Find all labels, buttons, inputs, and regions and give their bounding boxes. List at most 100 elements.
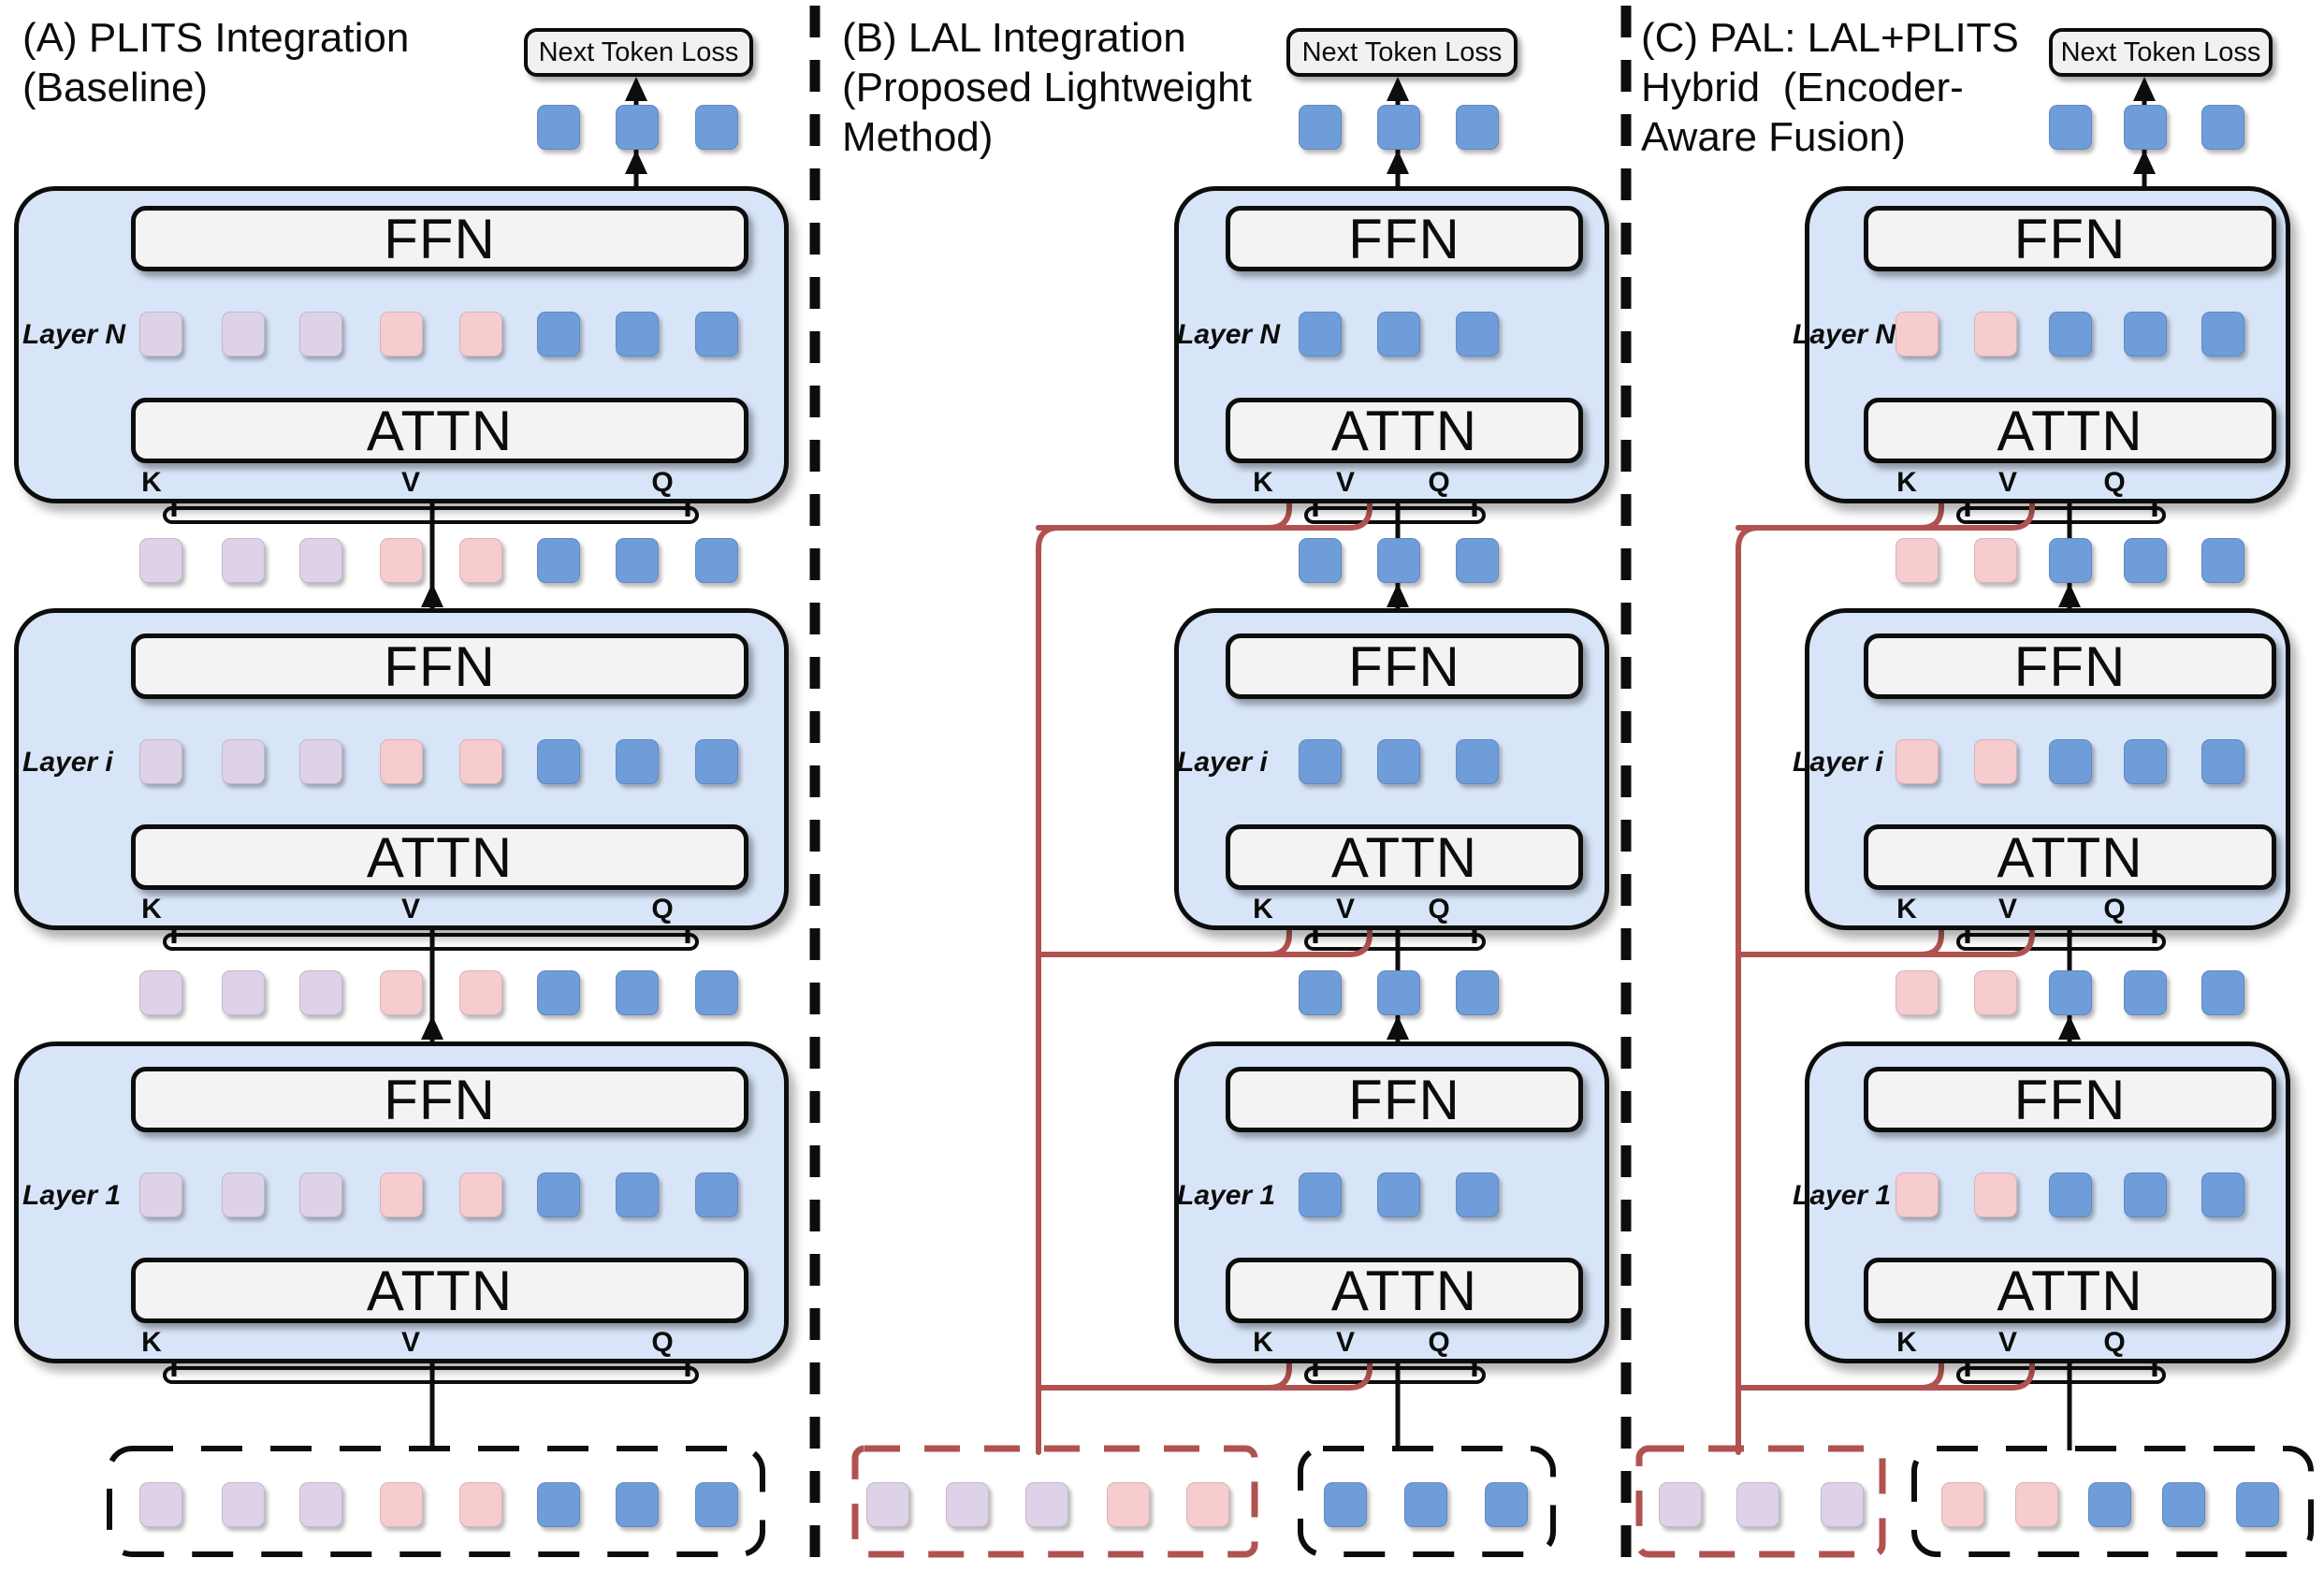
hidden-state-token [380, 1172, 423, 1217]
hidden-state-token [1377, 1172, 1420, 1217]
attn-box: ATTN [131, 824, 748, 890]
k-label: K [141, 894, 162, 925]
input-token [299, 1482, 342, 1527]
input-token [537, 1482, 580, 1527]
q-label: Q [2103, 894, 2126, 925]
hidden-state-token [2201, 1172, 2244, 1217]
ffn-box-label: FFN [384, 634, 496, 698]
ffn-box: FFN [1226, 1067, 1583, 1132]
kvq-bus [1956, 1366, 2166, 1384]
top-token [1377, 105, 1420, 150]
hidden-state-token [2124, 1172, 2167, 1217]
k-label: K [141, 467, 162, 498]
kvq-bus [1956, 506, 2166, 524]
row-arrowhead [625, 150, 647, 174]
panel-title-line: (Baseline) [22, 65, 209, 110]
hidden-state-token [459, 538, 502, 583]
panel-title-line: Method) [842, 114, 994, 160]
input-token [695, 1482, 738, 1527]
input-token [380, 1482, 423, 1527]
v-label: V [1997, 1327, 2018, 1358]
hidden-state-token [222, 739, 265, 784]
row-arrowhead [2133, 150, 2156, 174]
attn-box: ATTN [1864, 1258, 2276, 1323]
input-token-box [107, 1446, 765, 1557]
top-token [1299, 105, 1342, 150]
top-token [2049, 105, 2092, 150]
hidden-state-token [299, 970, 342, 1015]
q-label: Q [651, 1327, 674, 1358]
panel-title-line: (Proposed Lightweight [842, 65, 1252, 110]
k-label: K [1896, 1327, 1917, 1358]
hidden-state-token [299, 739, 342, 784]
hidden-state-token [1974, 312, 2017, 357]
hidden-state-token [1456, 970, 1499, 1015]
arrowhead [421, 1015, 443, 1040]
hidden-state-token [616, 970, 659, 1015]
q-label: Q [651, 894, 674, 925]
hidden-state-token [222, 538, 265, 583]
ffn-box: FFN [131, 1067, 748, 1132]
input-token [1107, 1482, 1150, 1527]
hidden-state-token [380, 538, 423, 583]
hidden-state-token [380, 312, 423, 357]
ffn-box: FFN [131, 634, 748, 699]
lal-trunk [1736, 525, 1762, 1455]
top-token [537, 105, 580, 150]
v-label: V [1335, 894, 1356, 925]
loss-arrowhead [2133, 77, 2156, 101]
next-token-loss-box-label: Next Token Loss [2060, 36, 2261, 67]
input-token [1659, 1482, 1702, 1527]
input-token [1025, 1482, 1068, 1527]
arrowhead [2058, 583, 2081, 607]
hidden-state-token [380, 739, 423, 784]
panel-title-line: (A) PLITS Integration [22, 15, 410, 61]
input-token [459, 1482, 502, 1527]
hidden-state-token [537, 739, 580, 784]
hidden-state-token [2049, 970, 2092, 1015]
v-label: V [1335, 1327, 1356, 1358]
hidden-state-token [1974, 1172, 2017, 1217]
top-token [1456, 105, 1499, 150]
ffn-box: FFN [1226, 206, 1583, 271]
layer-name-label: Layer i [1177, 747, 1268, 778]
hidden-state-token [1377, 739, 1420, 784]
hidden-state-token [2124, 312, 2167, 357]
layer-name-label: Layer N [1793, 319, 1896, 350]
arrowhead [1387, 1015, 1409, 1040]
input-token [2088, 1482, 2131, 1527]
k-label: K [141, 1327, 162, 1358]
next-token-loss-box-label: Next Token Loss [538, 36, 739, 67]
hidden-state-token [299, 538, 342, 583]
top-token [2201, 105, 2244, 150]
hidden-state-token [2049, 538, 2092, 583]
hidden-state-token [459, 1172, 502, 1217]
hidden-state-token [222, 312, 265, 357]
input-token [1736, 1482, 1779, 1527]
kvq-bus [163, 933, 699, 951]
hidden-state-token [139, 1172, 182, 1217]
attn-box: ATTN [1864, 398, 2276, 463]
hidden-state-token [139, 538, 182, 583]
hidden-state-token [1896, 538, 1939, 583]
hidden-state-token [695, 739, 738, 784]
v-label: V [1997, 894, 2018, 925]
kvq-bus [1304, 933, 1486, 951]
hidden-state-token [459, 970, 502, 1015]
layer-name-label: Layer i [1793, 747, 1883, 778]
next-token-loss-box-label: Next Token Loss [1301, 36, 1503, 67]
hidden-state-token [1896, 970, 1939, 1015]
q-label: Q [1428, 1327, 1450, 1358]
attn-box-label: ATTN [366, 825, 514, 889]
ffn-box-label: FFN [1348, 207, 1460, 270]
input-token [1324, 1482, 1367, 1527]
layer-name-label: Layer 1 [1177, 1180, 1276, 1211]
loss-arrowhead [625, 77, 647, 101]
hidden-state-token [2201, 312, 2244, 357]
attn-box: ATTN [1226, 1258, 1583, 1323]
hidden-state-token [695, 970, 738, 1015]
hidden-state-token [2201, 739, 2244, 784]
hidden-state-token [695, 312, 738, 357]
